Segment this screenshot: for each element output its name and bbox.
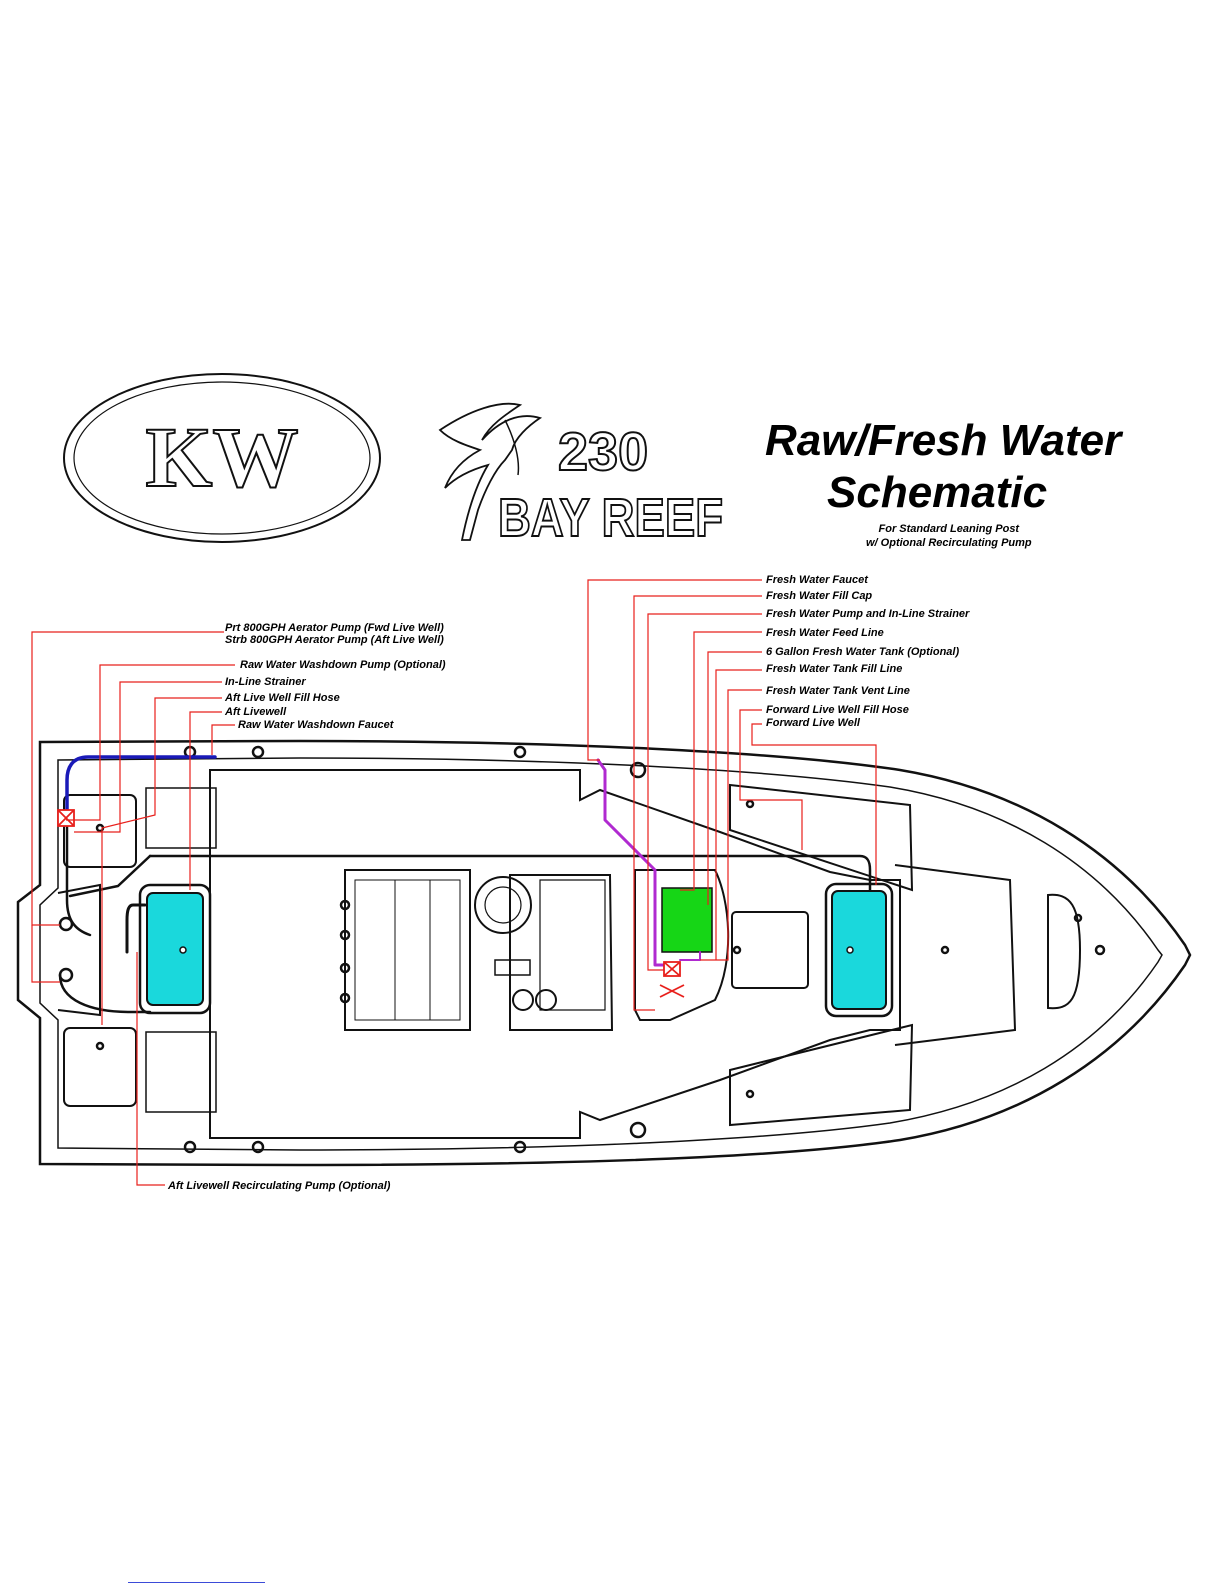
subtitle-line-2: w/ Optional Recirculating Pump <box>866 537 1032 549</box>
subtitle-line-1: For Standard Leaning Post <box>878 523 1020 535</box>
label-fw-tank: 6 Gallon Fresh Water Tank (Optional) <box>766 646 960 658</box>
raw-water-plumbing <box>58 755 872 1014</box>
forward-livewell <box>824 882 894 1018</box>
fresh-water-pump-icon <box>659 961 685 998</box>
fresh-water-tank <box>661 887 713 953</box>
label-fw-pump: Fresh Water Pump and In-Line Strainer <box>766 608 970 620</box>
title-line-1: Raw/Fresh Water <box>765 416 1122 465</box>
label-aft-livewell: Aft Livewell <box>225 706 287 718</box>
label-aerator-strb: Strb 800GPH Aerator Pump (Aft Live Well) <box>225 634 444 646</box>
boat-hull <box>16 739 1192 1167</box>
label-fw-faucet: Fresh Water Faucet <box>766 574 868 586</box>
label-washdown-pump: Raw Water Washdown Pump (Optional) <box>240 659 446 671</box>
bay-reef-logo: 230 BAY REEF <box>438 402 724 549</box>
label-inline-strainer: In-Line Strainer <box>225 676 306 688</box>
model-name-text: BAY REEF <box>498 488 723 548</box>
schematic-title: Raw/Fresh Water Schematic <box>765 415 1185 519</box>
aft-livewell <box>138 883 212 1015</box>
label-fw-fill-cap: Fresh Water Fill Cap <box>766 590 873 602</box>
label-fw-feed: Fresh Water Feed Line <box>766 627 884 639</box>
label-fw-tank-fill: Fresh Water Tank Fill Line <box>766 663 903 675</box>
label-fw-tank-vent: Fresh Water Tank Vent Line <box>766 685 910 697</box>
label-aft-fill-hose: Aft Live Well Fill Hose <box>225 692 340 704</box>
kw-logo-text: KW <box>146 409 299 505</box>
label-fwd-livewell: Forward Live Well <box>766 717 860 729</box>
label-aerator-prt: Prt 800GPH Aerator Pump (Fwd Live Well) <box>225 622 444 634</box>
kw-logo: KW <box>63 373 381 543</box>
label-fwd-fill-hose: Forward Live Well Fill Hose <box>766 704 909 716</box>
label-washdown-faucet: Raw Water Washdown Faucet <box>238 719 394 731</box>
raw-water-pump-icon <box>57 809 75 827</box>
label-recirc-pump: Aft Livewell Recirculating Pump (Optiona… <box>168 1180 391 1192</box>
title-line-2: Schematic <box>827 468 1048 517</box>
model-number-text: 230 <box>558 422 648 482</box>
label-leader-lines <box>31 579 877 1186</box>
schematic-subtitle: For Standard Leaning Post w/ Optional Re… <box>866 522 1032 550</box>
footer-link-underline[interactable] <box>128 1582 265 1583</box>
